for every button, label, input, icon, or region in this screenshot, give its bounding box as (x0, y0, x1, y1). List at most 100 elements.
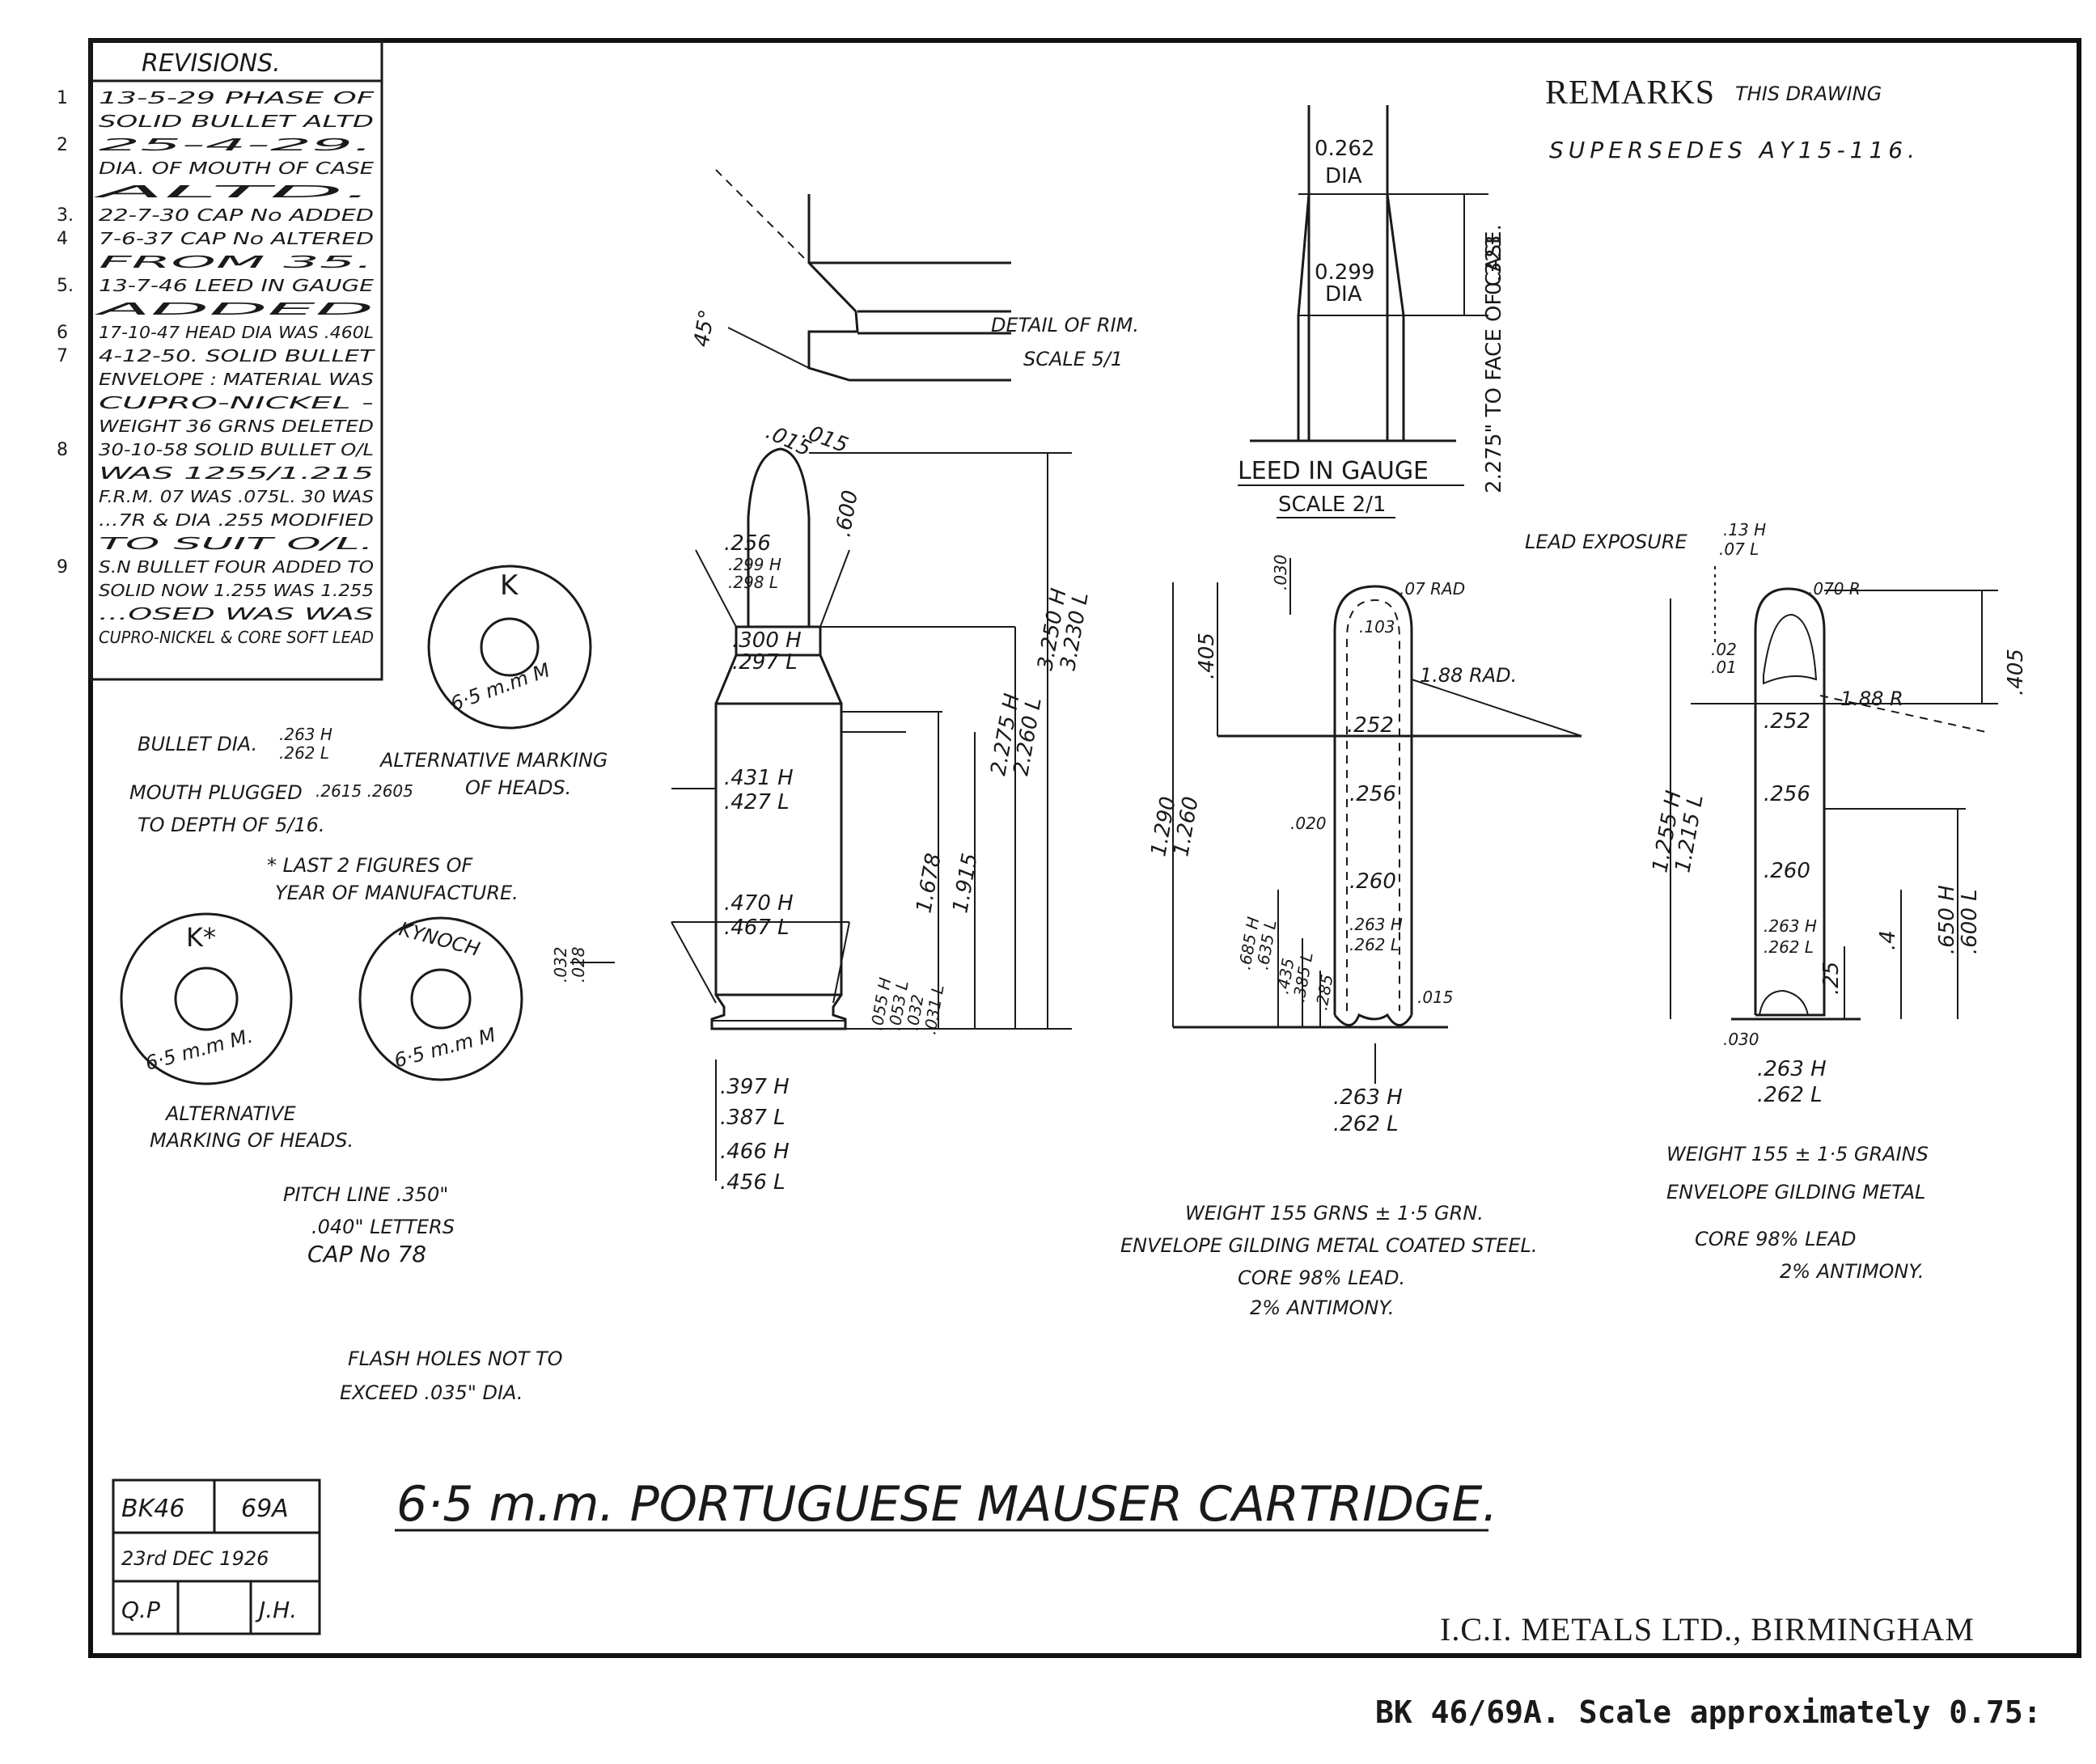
bullet-a-envelope (1333, 585, 1413, 1015)
alt-marking-1: ALTERNATIVE MARKING (379, 749, 608, 772)
cartridge-dim-431: .431 H (724, 766, 794, 790)
bullet-a-core (1346, 599, 1400, 1011)
bullet-b-le-l: .07 L (1719, 539, 1759, 559)
revision-number: 9 (57, 557, 68, 577)
last-figures-2: YEAR OF MANUFACTURE. (275, 882, 519, 904)
revision-number: 8 (57, 440, 68, 460)
bullet-a-r-07: .07 RAD (1399, 579, 1465, 599)
cartridge-dim-298: .298 L (728, 573, 778, 592)
title-block-box (112, 1478, 321, 1635)
rim-detail-leader (727, 327, 810, 369)
leed-gauge-taper-right (1386, 193, 1405, 441)
cartridge-drawing: .015 .600 .256 .299 H .298 L .300 H .297… (671, 420, 1094, 1195)
head-kynoch-cal: 6·5 m.m M (392, 1023, 498, 1072)
cartridge-len-1678: 1.678 (912, 852, 946, 916)
revisions-heading: REVISIONS. (142, 49, 281, 78)
title-block-initials-3: J.H. (255, 1597, 297, 1623)
bullet-b-r-070: .070 R (1808, 579, 1861, 599)
bullet-b-d-030: .030 (1723, 1030, 1759, 1049)
revision-entry: WAS 1255/1.215 (99, 463, 374, 483)
bullet-b-base-262: .262 L (1757, 1083, 1823, 1107)
bullet-b-d-01: .01 (1711, 658, 1737, 677)
rim-detail-extension (715, 169, 810, 264)
footer-caption: BK 46/69A. Scale approximately 0.75: (1375, 1694, 2042, 1730)
leed-gauge-label: LEED IN GAUGE (1238, 457, 1429, 485)
leed-gauge-len: 0.323 (1482, 235, 1506, 295)
revision-entry: F.R.M. 07 WAS .075L. 30 WAS (99, 487, 374, 506)
bullet-b-l-600: .600 L (1958, 889, 1982, 954)
cartridge-leader-b (819, 549, 850, 628)
revision-entry: 17-10-47 HEAD DIA WAS .460L (99, 323, 374, 342)
leed-gauge-dia-top-unit: DIA (1325, 164, 1362, 188)
bullet-a-weight: WEIGHT 155 GRNS ± 1·5 GRN. (1185, 1202, 1484, 1225)
revision-entry: FROM 35. (99, 252, 374, 272)
bullet-b-le-h: .13 H (1723, 520, 1766, 539)
rim-detail-scale: SCALE 5/1 (1023, 348, 1123, 370)
leed-gauge: 0.262 DIA 0.299 DIA 0.323 2.275" TO FACE… (1238, 105, 1506, 518)
drawing-title: 6·5 m.m. PORTUGUESE MAUSER CARTRIDGE. (396, 1476, 1497, 1533)
bullet-b-lead-exposure: LEAD EXPOSURE (1525, 531, 1688, 553)
leed-gauge-to-face: 2.275" TO FACE OF CASE. (1482, 224, 1506, 493)
cartridge-dim-470: .470 H (724, 891, 794, 916)
bullet-a-r-188: 1.88 RAD. (1420, 664, 1517, 687)
bullet-a-base-263: .263 H (1333, 1085, 1403, 1110)
cartridge-dim-600: .600 (831, 489, 863, 539)
mouth-plugged-1: MOUTH PLUGGED (129, 781, 303, 804)
cap-no: CAP No 78 (307, 1241, 426, 1267)
revision-entry: ...7R & DIA .255 MODIFIED (99, 510, 374, 530)
bullet-b-drawing: LEAD EXPOSURE .13 H .07 L .070 R .02 .01… (1525, 520, 2028, 1283)
leed-gauge-dia-top: 0.262 (1315, 137, 1374, 161)
head-rim-dim-h: .032 (551, 946, 570, 983)
flash-2: EXCEED .035" DIA. (340, 1381, 523, 1404)
rim-detail-label: DETAIL OF RIM. (991, 314, 1139, 336)
title-block-num: 69A (241, 1495, 289, 1523)
revision-entry: ENVELOPE : MATERIAL WAS (99, 370, 374, 389)
bullet-a-antimony: 2% ANTIMONY. (1250, 1297, 1395, 1319)
pitch-line: PITCH LINE .350" (283, 1183, 448, 1206)
bullet-a-d-020: .020 (1290, 814, 1327, 833)
leed-gauge-dia-mid: 0.299 (1315, 260, 1374, 285)
bullet-a-l-285: .285 (1311, 973, 1336, 1012)
cartridge-shoulder (714, 654, 843, 704)
revision-entry: 30-10-58 SOLID BULLET O/L (99, 440, 374, 459)
revision-entry: ...OSED WAS WAS (99, 604, 375, 624)
bullet-b-base-263: .263 H (1757, 1057, 1827, 1081)
cartridge-dim-397: .397 H (720, 1075, 790, 1099)
leed-gauge-taper-left (1297, 193, 1311, 441)
bullet-b-base-cavity (1759, 989, 1809, 1016)
bullet-b-antimony: 2% ANTIMONY. (1780, 1260, 1925, 1283)
bullet-dia-h: .263 H (279, 725, 332, 744)
bullet-b-l-25: .25 (1819, 962, 1844, 995)
revision-entry: 22-7-30 CAP No ADDED (99, 205, 374, 225)
revision-number: 1 (57, 88, 68, 108)
head-left-k: K* (186, 922, 216, 953)
revision-number: 7 (57, 346, 68, 366)
bullet-a-d-252: .252 (1347, 713, 1394, 738)
cartridge-dim-387: .387 L (720, 1106, 785, 1130)
bullet-a-l-405: .405 (1195, 632, 1219, 679)
remarks-text-2: SUPERSEDES AY15-116. (1549, 137, 1920, 163)
revision-number: 6 (57, 323, 68, 343)
bullet-a-envelope: ENVELOPE GILDING METAL COATED STEEL. (1120, 1234, 1538, 1257)
bullet-b-l-4: .4 (1876, 930, 1900, 950)
revision-entry: SOLID NOW 1.255 WAS 1.255 (99, 581, 374, 600)
rim-detail: 45° DETAIL OF RIM. SCALE 5/1 .015 (689, 169, 1139, 458)
bullet-b-d-256: .256 (1764, 782, 1810, 806)
title-block-initials-1: Q.P (121, 1597, 160, 1623)
bullet-a-d-256: .256 (1349, 782, 1396, 806)
bullet-b-d-263: .263 H (1764, 916, 1817, 936)
alt-marking-b1: ALTERNATIVE (164, 1102, 296, 1125)
cartridge-leader-d (671, 921, 717, 1004)
bullet-a-base (1333, 1013, 1413, 1026)
alt-marking-2: OF HEADS. (465, 776, 571, 799)
bullet-a-d-263: .263 H (1349, 915, 1403, 934)
bullet-b-envelope (1754, 587, 1826, 1017)
title-block-date: 23rd DEC 1926 (121, 1547, 269, 1570)
cartridge-dim-299: .299 H (728, 555, 781, 574)
rim-detail-angle: 45° (689, 308, 720, 349)
head-top-cal: 6·5 m.m M (447, 658, 553, 715)
revision-entry: DIA. OF MOUTH OF CASE (99, 159, 374, 178)
